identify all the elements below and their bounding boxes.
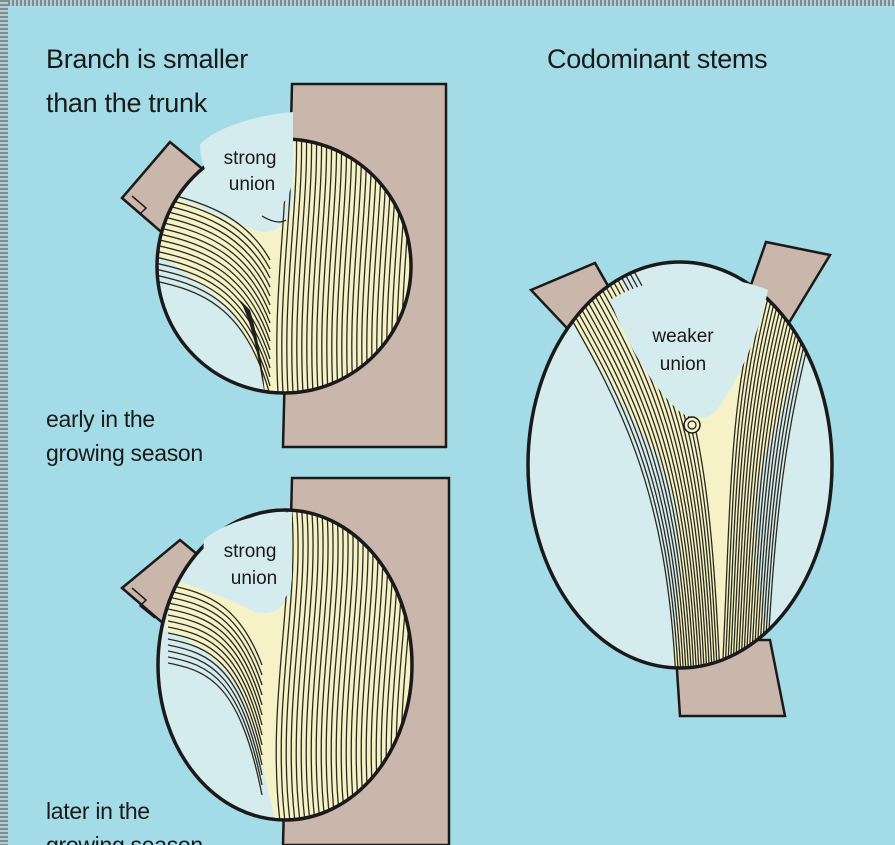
caption-early-line2: growing season bbox=[46, 436, 203, 470]
union-label-later-1: strong bbox=[224, 541, 277, 562]
union-label-codominant-1: weaker bbox=[651, 326, 714, 347]
left-heading-line2: than the trunk bbox=[46, 86, 207, 120]
panel-early-illustration bbox=[122, 84, 446, 447]
union-label-codominant-2: union bbox=[660, 354, 707, 375]
union-label-early-2: union bbox=[229, 174, 276, 195]
caption-later-line1: later in the bbox=[46, 794, 150, 828]
panel-later-illustration bbox=[122, 478, 449, 845]
left-heading-line1: Branch is smaller bbox=[46, 42, 248, 76]
caption-later-line2: growing season bbox=[46, 828, 203, 845]
caption-early-line1: early in the bbox=[46, 402, 155, 436]
right-heading: Codominant stems bbox=[547, 42, 767, 76]
union-label-later-2: union bbox=[231, 568, 278, 589]
panel-codominant-illustration bbox=[525, 242, 835, 716]
union-label-early-1: strong bbox=[224, 148, 277, 169]
